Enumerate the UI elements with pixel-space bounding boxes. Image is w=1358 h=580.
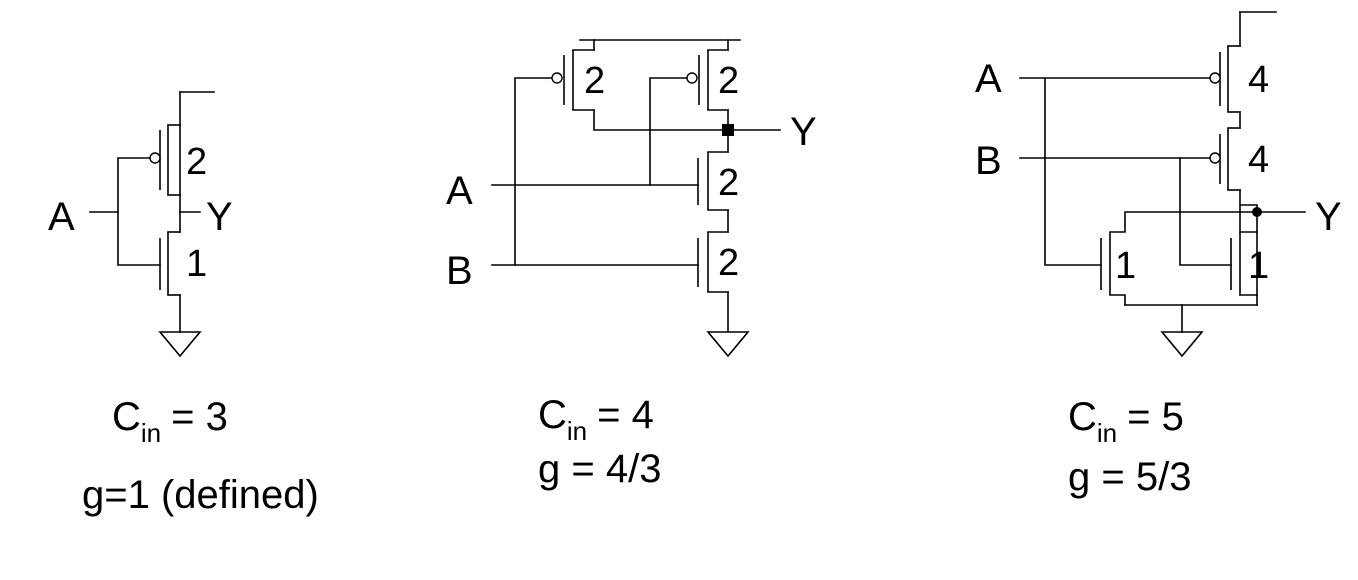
nor-input-a-label: A [975,57,1002,101]
inverter-pmos [149,124,181,196]
inverter-circuit: A Y 2 1 Cin= 3 g=1 (defined) [48,91,319,517]
nand-cin-label: Cin= 4 [538,393,654,446]
nor-effort-label: g = 5/3 [1068,455,1191,499]
nand-effort-label: g = 4/3 [538,447,661,491]
nor-nmos-a [1100,232,1126,306]
pmos-bubble-icon [686,72,698,84]
nor-input-b-label: B [975,139,1002,183]
nand-circuit: A B Y 2 2 2 2 Cin= 4 g = 4/3 [446,39,817,491]
nand-output-y-label: Y [790,110,817,154]
nor-nmos-b [1230,231,1258,306]
nor-pmos-b-width: 4 [1248,139,1269,181]
inverter-output-y-label: Y [206,195,233,239]
nor-cin-label: Cin= 5 [1068,395,1184,448]
pmos-bubble-icon [149,152,161,164]
inverter-ground-icon [158,331,202,358]
nor-pmos-b [1209,127,1241,233]
nand-nmos-b [697,231,729,333]
inverter-pmos-width: 2 [186,141,207,183]
nor-nmos-a-width: 1 [1115,245,1136,287]
inverter-cin-label: Cin= 3 [112,395,228,448]
nand-ground-icon [706,331,750,358]
nand-nmos-b-width: 2 [718,242,739,284]
inverter-nmos-width: 1 [186,243,207,285]
inverter-input-a-label: A [48,195,75,239]
nand-pmos-a-width: 2 [718,60,739,102]
nand-nmos-a-width: 2 [718,162,739,204]
nand-input-a-label: A [446,169,473,213]
nor-pmos-a-width: 4 [1248,59,1269,101]
pmos-bubble-icon [1209,72,1221,84]
nand-input-b-label: B [446,249,473,293]
inverter-effort-label: g=1 (defined) [82,473,319,517]
nor-nmos-b-width: 1 [1248,245,1269,287]
nand-nmos-a [697,151,729,233]
nor-pmos-a [1209,45,1241,129]
pmos-bubble-icon [1209,152,1221,164]
nor-ground-icon [1160,331,1204,358]
inverter-nmos [159,231,181,296]
nor-circuit: A B Y 4 4 1 1 Cin= 5 g = 5/3 [975,11,1342,499]
pmos-bubble-icon [551,72,563,84]
nand-pmos-b [551,39,729,131]
nor-output-y-label: Y [1315,195,1342,239]
nand-pmos-b-width: 2 [584,60,605,102]
